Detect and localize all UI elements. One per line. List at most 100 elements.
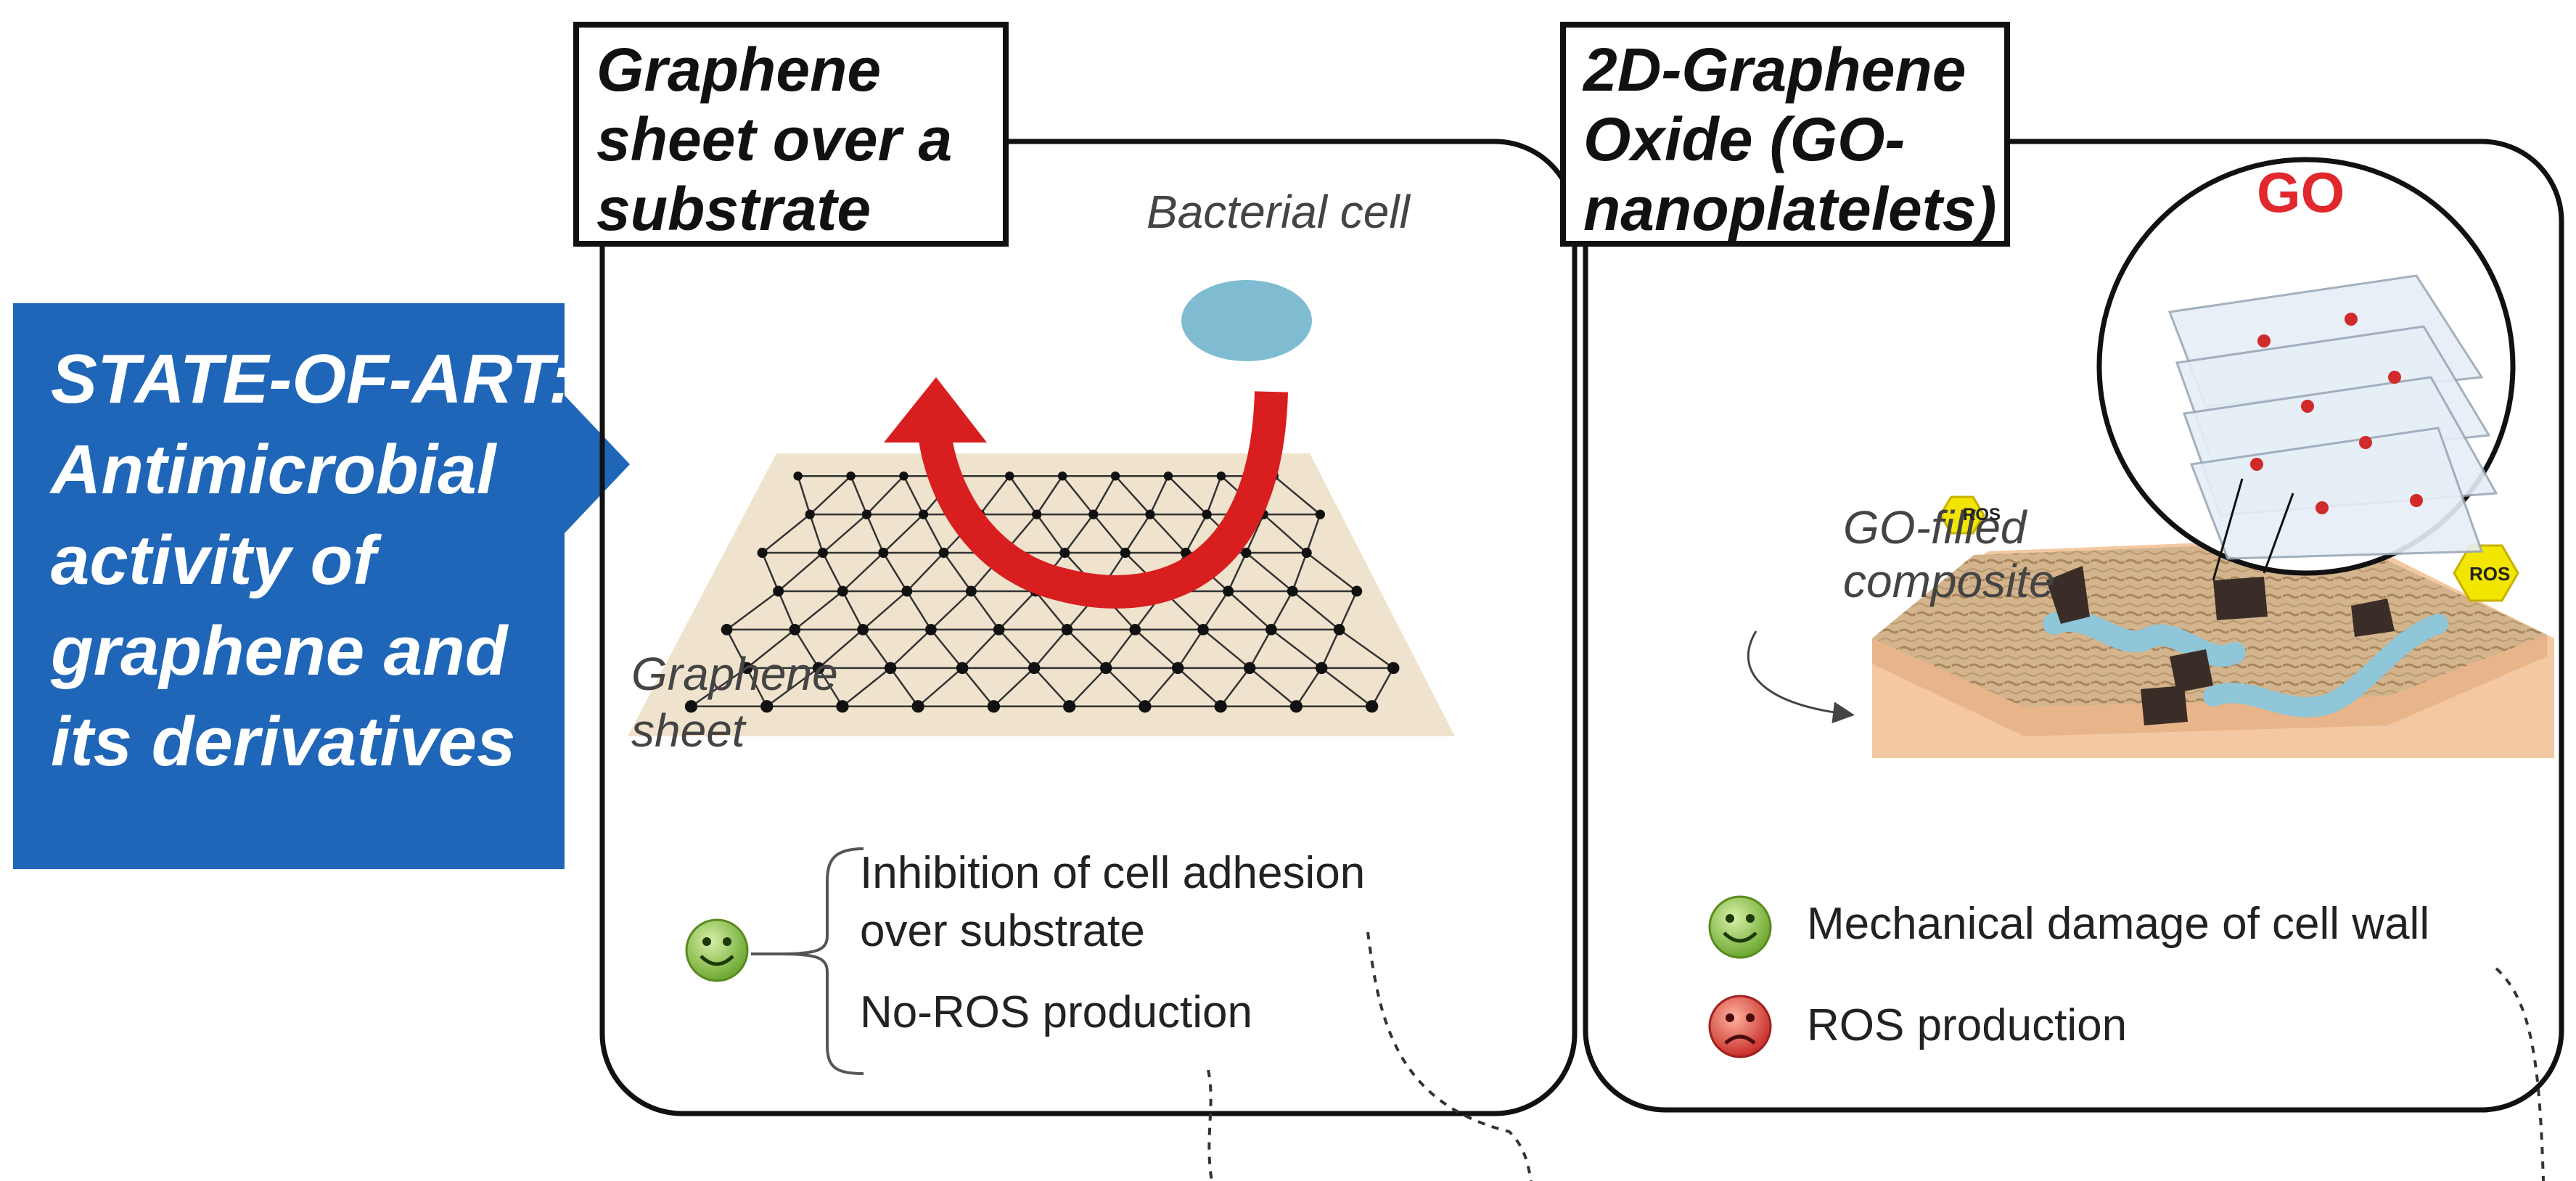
lattice-atom (1110, 471, 1120, 481)
lattice-bond (1009, 475, 1038, 515)
lattice-bond (1249, 629, 1272, 669)
lattice-atom (760, 700, 774, 713)
state-box-pointer (565, 395, 630, 533)
lattice-atom (684, 700, 698, 713)
lattice-bond (794, 590, 844, 630)
lattice-atom (861, 509, 872, 519)
lattice-bond (1092, 475, 1117, 515)
lattice-atom (1005, 471, 1014, 481)
lattice-bond (1064, 514, 1094, 554)
lattice-bond (917, 667, 963, 707)
lattice-bond (1124, 514, 1152, 554)
lattice-atom (1088, 509, 1099, 519)
lattice-atom (1129, 624, 1141, 635)
lattice-bond (818, 667, 844, 707)
lattice-bond (998, 629, 1035, 669)
lattice-atom (1061, 624, 1073, 635)
lattice-atom (1351, 585, 1363, 597)
lattice-bond (1105, 667, 1146, 707)
lattice-bond (1068, 667, 1107, 707)
lattice-bond (1177, 629, 1205, 669)
state-of-art-text: STATE-OF-ART: Antimicrobial activity of … (51, 334, 573, 787)
lattice-bond (1035, 475, 1064, 515)
lattice-atom (817, 548, 828, 559)
lattice-atom (1062, 700, 1076, 713)
panel-graphene-frame (599, 139, 1578, 1116)
frown-face-icon (1708, 995, 1772, 1058)
lattice-bond (1263, 514, 1308, 554)
lattice-atom (925, 624, 937, 635)
lattice-bond (1245, 514, 1265, 554)
lattice-atom (1223, 585, 1234, 597)
lattice-bond (1092, 514, 1126, 554)
lattice-bond (1134, 628, 1179, 669)
effect-mechanical-damage: Mechanical damage of cell wall (1807, 899, 2430, 949)
lattice-atom (987, 700, 1001, 713)
lattice-atom (1289, 700, 1303, 713)
lattice-atom (857, 624, 869, 635)
ros-left-label: ROS (1963, 505, 2001, 524)
lattice-atom (1202, 509, 1212, 519)
state-line: graphene and (51, 612, 508, 690)
lattice-atom (1265, 624, 1277, 635)
lattice-atom (1059, 548, 1070, 559)
state-line: activity of (51, 522, 377, 599)
lattice-bond (890, 667, 919, 707)
lattice-bond (1271, 628, 1322, 669)
ros-hexagon-right (2453, 544, 2519, 602)
lattice-bond (1202, 590, 1229, 630)
lattice-atom (789, 624, 801, 635)
lattice-bond (930, 590, 972, 630)
lattice-bond (1149, 475, 1170, 515)
bacterial-cell-label: Bacterial cell (1147, 186, 1410, 238)
lattice-atom (938, 548, 949, 559)
lattice-bond (943, 552, 972, 592)
lattice-bond (1177, 667, 1221, 707)
lattice-bond (761, 552, 779, 592)
repulsion-arrow-head (884, 377, 987, 443)
lattice-bond (906, 552, 945, 592)
lattice-bond (970, 590, 1000, 630)
lattice-atom (1216, 471, 1226, 481)
lattice-atom (1057, 471, 1067, 481)
effects-brace (779, 847, 864, 1075)
lattice-atom (878, 548, 889, 559)
lattice-atom (740, 662, 753, 675)
lattice-atom (1315, 509, 1326, 519)
lattice-atom (1099, 662, 1112, 675)
go-composite-block (1872, 537, 2554, 758)
lattice-atom (846, 471, 856, 481)
lattice-bond (1034, 590, 1068, 630)
lattice-bond (809, 514, 824, 554)
lattice-bond (766, 667, 819, 707)
smiley-face-icon (685, 918, 749, 982)
go-layer-stack (2167, 274, 2498, 560)
lattice-atom (1387, 662, 1400, 675)
lattice-bond (822, 514, 868, 554)
graphene-lattice (684, 471, 1400, 713)
lattice-atom (1315, 662, 1328, 675)
lattice-atom (918, 509, 929, 519)
lattice-atom (884, 662, 897, 675)
effect-inhibition-adhesion: Inhibition of cell adhesion (860, 848, 1366, 898)
lattice-atom (836, 700, 849, 713)
lattice-bond (761, 514, 811, 554)
lattice-bond (1149, 514, 1186, 554)
lattice-bond (1245, 552, 1294, 592)
lattice-bond (1273, 475, 1321, 516)
lattice-bond (1295, 667, 1323, 707)
lattice-atom (1145, 509, 1155, 519)
lattice-atom (812, 662, 825, 675)
effect-over-substrate: over substrate (860, 906, 1145, 956)
lattice-bond (862, 590, 908, 630)
graphene-sheet-label: Graphene sheet (631, 648, 838, 757)
lattice-bond (726, 629, 748, 669)
lattice-bond (866, 475, 905, 515)
lattice-bond (746, 628, 796, 669)
lattice-atom (773, 585, 784, 597)
lattice-bond (1338, 590, 1358, 630)
lattice-atom (911, 700, 924, 713)
bacterial-cell (1181, 280, 1312, 361)
lattice-atom (956, 662, 969, 675)
